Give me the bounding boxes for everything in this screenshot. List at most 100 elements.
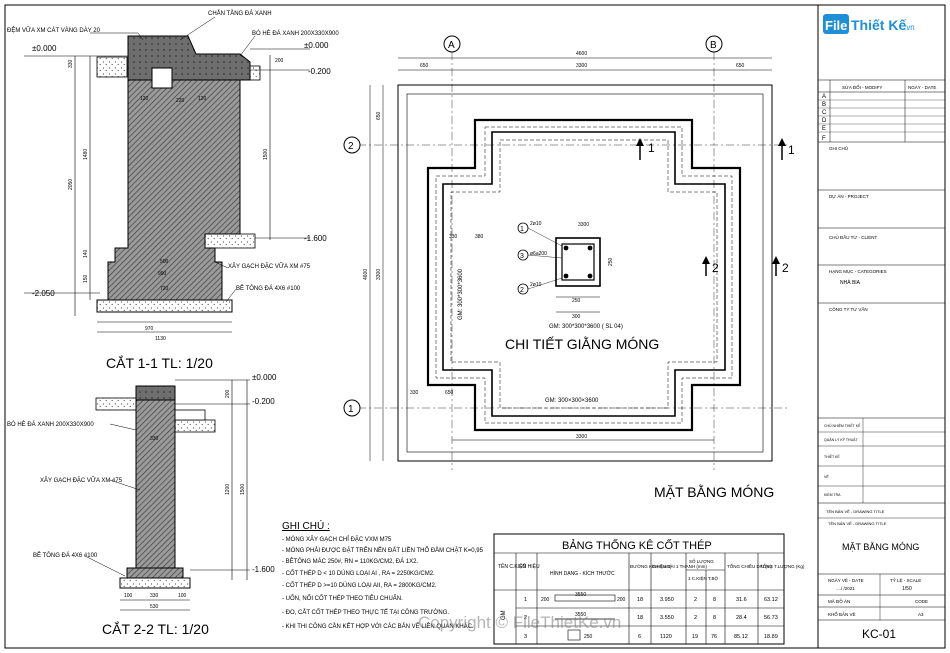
svg-text:E: E — [822, 126, 826, 132]
svg-text:76: 76 — [711, 634, 717, 640]
section-1-1: ĐỆM VỮA XM CÁT VÀNG DÀY 20 CHẮN TẦNG ĐÁ … — [7, 9, 339, 371]
svg-text:TÊN BẢN VẼ - DRAWING TITLE: TÊN BẢN VẼ - DRAWING TITLE — [826, 509, 885, 514]
svg-text:2: 2 — [782, 261, 789, 275]
ground-fill-left — [96, 56, 128, 78]
svg-text:250: 250 — [572, 298, 581, 304]
label-stone-1: BÓ HÈ ĐÁ XANH 200X330X900 — [252, 30, 339, 37]
svg-text:1500: 1500 — [263, 149, 269, 160]
svg-text:GHI CHÚ: GHI CHÚ — [829, 145, 848, 151]
svg-text:HẠNG MỤC - CATEGORIES: HẠNG MỤC - CATEGORIES — [829, 269, 887, 274]
svg-text:HÌNH DẠNG - KÍCH THƯỚC: HÌNH DẠNG - KÍCH THƯỚC — [550, 570, 615, 577]
svg-text:CÔNG TY TƯ VẤN: CÔNG TY TƯ VẤN — [829, 306, 868, 312]
svg-text:150: 150 — [83, 274, 89, 283]
note-item: - CỐT THÉP D < 10 DÙNG LOẠI AI , RA = 22… — [282, 570, 435, 577]
section-2-2: BÓ HÈ ĐÁ XANH 200X330X900 XÂY GẠCH ĐẶC V… — [7, 373, 277, 637]
svg-text:SỐ LƯỢNG: SỐ LƯỢNG — [689, 558, 714, 564]
svg-text:650: 650 — [445, 390, 454, 396]
svg-text:1130: 1130 — [155, 336, 166, 342]
svg-text:1: 1 — [524, 597, 527, 603]
note-item: - CỐT THÉP D >=10 DÙNG LOẠI AII, RA = 28… — [282, 582, 437, 589]
svg-text:140: 140 — [83, 249, 89, 258]
concrete-base-2 — [119, 577, 191, 589]
svg-text:A3: A3 — [918, 612, 924, 617]
svg-text:970: 970 — [145, 326, 154, 332]
svg-text:500: 500 — [160, 259, 169, 265]
svg-text:330: 330 — [150, 436, 159, 442]
note-item: - MÓNG PHẢI ĐƯỢC ĐẶT TRÊN NỀN ĐẤT LIỀN T… — [282, 546, 484, 554]
svg-text:8: 8 — [713, 597, 716, 603]
svg-text:A: A — [822, 94, 826, 100]
detail-title: CHI TIẾT GIẰNG MÓNG — [505, 335, 659, 352]
svg-text:31.6: 31.6 — [736, 597, 747, 603]
note-item: - MÓNG XÂY GẠCH CHỈ ĐẶC VXM M75 — [282, 536, 392, 543]
svg-text:6: 6 — [638, 634, 641, 640]
label-mortar: ĐỆM VỮA XM CÁT VÀNG DÀY 20 — [7, 26, 101, 34]
level-160: -1.600 — [304, 234, 327, 243]
concrete-base-1 — [96, 299, 233, 313]
svg-text:8: 8 — [713, 615, 716, 621]
svg-text:200: 200 — [617, 597, 626, 603]
svg-text:Copyright © FileThietKe.vn: Copyright © FileThietKe.vn — [418, 613, 621, 632]
svg-text:CHỦ NHIỆM THIẾT KẾ: CHỦ NHIỆM THIẾT KẾ — [824, 423, 861, 428]
svg-text:120: 120 — [140, 96, 149, 102]
general-notes: GHI CHÚ : - MÓNG XÂY GẠCH CHỈ ĐẶC VXM M7… — [282, 519, 484, 630]
label-brick-1: XÂY GẠCH ĐẶC VỮA XM #75 — [228, 263, 311, 270]
svg-text:18: 18 — [637, 597, 643, 603]
svg-text:990: 990 — [158, 271, 167, 277]
foundation-wall-2 — [135, 385, 176, 569]
rebar-schedule-table: BẢNG THỐNG KÊ CỐT THÉP TÊN C.KIỆN SỐ HIỆ… — [493, 533, 805, 645]
svg-text:2ø10: 2ø10 — [530, 221, 542, 227]
svg-text:KHỔ BẢN VẼ: KHỔ BẢN VẼ — [828, 611, 856, 617]
svg-text:1480: 1480 — [83, 149, 89, 160]
svg-text:B: B — [710, 40, 717, 51]
svg-text:28.4: 28.4 — [736, 615, 747, 621]
svg-text:1500: 1500 — [240, 484, 246, 495]
level2-160: -1.600 — [252, 565, 275, 574]
sheet-number: KC-01 — [862, 627, 896, 641]
svg-text:530: 530 — [150, 604, 159, 610]
svg-text:650: 650 — [736, 63, 745, 69]
svg-text:380: 380 — [475, 234, 484, 240]
drawing-title: MẶT BẰNG MÓNG — [842, 542, 919, 552]
outer-slab-edge — [397, 84, 773, 462]
level2-020: -0.200 — [252, 397, 275, 406]
svg-text:NHÀ BIA: NHÀ BIA — [840, 279, 861, 286]
svg-text:330: 330 — [68, 59, 74, 68]
svg-text:63.12: 63.12 — [764, 597, 778, 603]
svg-text:KIỂM TRA: KIỂM TRA — [824, 492, 841, 497]
svg-text:C: C — [822, 110, 827, 116]
title-block: File Thiết Kế .vn SỬA ĐỔI - MODIFY NGÀY … — [818, 14, 945, 641]
svg-text:1: 1 — [520, 226, 524, 233]
svg-text:DỰ ÁN - PROJECT: DỰ ÁN - PROJECT — [829, 193, 869, 199]
label-brick-2: XÂY GẠCH ĐẶC VỮA XM #75 — [40, 477, 123, 484]
svg-text:3550: 3550 — [575, 612, 586, 618]
svg-text:GM: 300*300*3600: GM: 300*300*3600 — [458, 268, 464, 320]
svg-text:18: 18 — [637, 615, 643, 621]
svg-text:1 C.KIỆN: 1 C.KIỆN — [688, 574, 707, 581]
gutter-opening — [151, 67, 173, 89]
svg-text:1: 1 — [648, 141, 655, 155]
level-0b: ±0.000 — [304, 41, 329, 50]
label-concrete-2: BÊ TÔNG ĐÁ 4X6 #100 — [33, 551, 98, 559]
svg-text:..../ /2021: ..../ /2021 — [836, 586, 855, 591]
svg-text:GM: GM — [501, 610, 507, 620]
foundation-outline-inner — [442, 131, 726, 417]
svg-text:2ø10: 2ø10 — [530, 282, 542, 288]
level-020: -0.200 — [308, 67, 331, 76]
svg-text:VẼ: VẼ — [824, 474, 829, 479]
svg-text:4600: 4600 — [363, 269, 369, 280]
svg-text:3300: 3300 — [578, 222, 589, 228]
plan-title: MẶT BẰNG MÓNG — [654, 483, 774, 500]
svg-text:250: 250 — [584, 634, 593, 640]
svg-text:CODE: CODE — [915, 599, 928, 604]
svg-text:2: 2 — [694, 597, 697, 603]
svg-text:4600: 4600 — [576, 51, 587, 57]
svg-text:1200: 1200 — [225, 484, 231, 495]
svg-text:330: 330 — [410, 390, 419, 396]
svg-text:18.89: 18.89 — [764, 634, 778, 640]
svg-text:1/50: 1/50 — [902, 586, 912, 592]
axis-bubble-1 — [343, 399, 361, 417]
svg-text:NGÀY VẼ - DATE: NGÀY VẼ - DATE — [828, 577, 864, 583]
svg-text:3: 3 — [520, 253, 524, 260]
